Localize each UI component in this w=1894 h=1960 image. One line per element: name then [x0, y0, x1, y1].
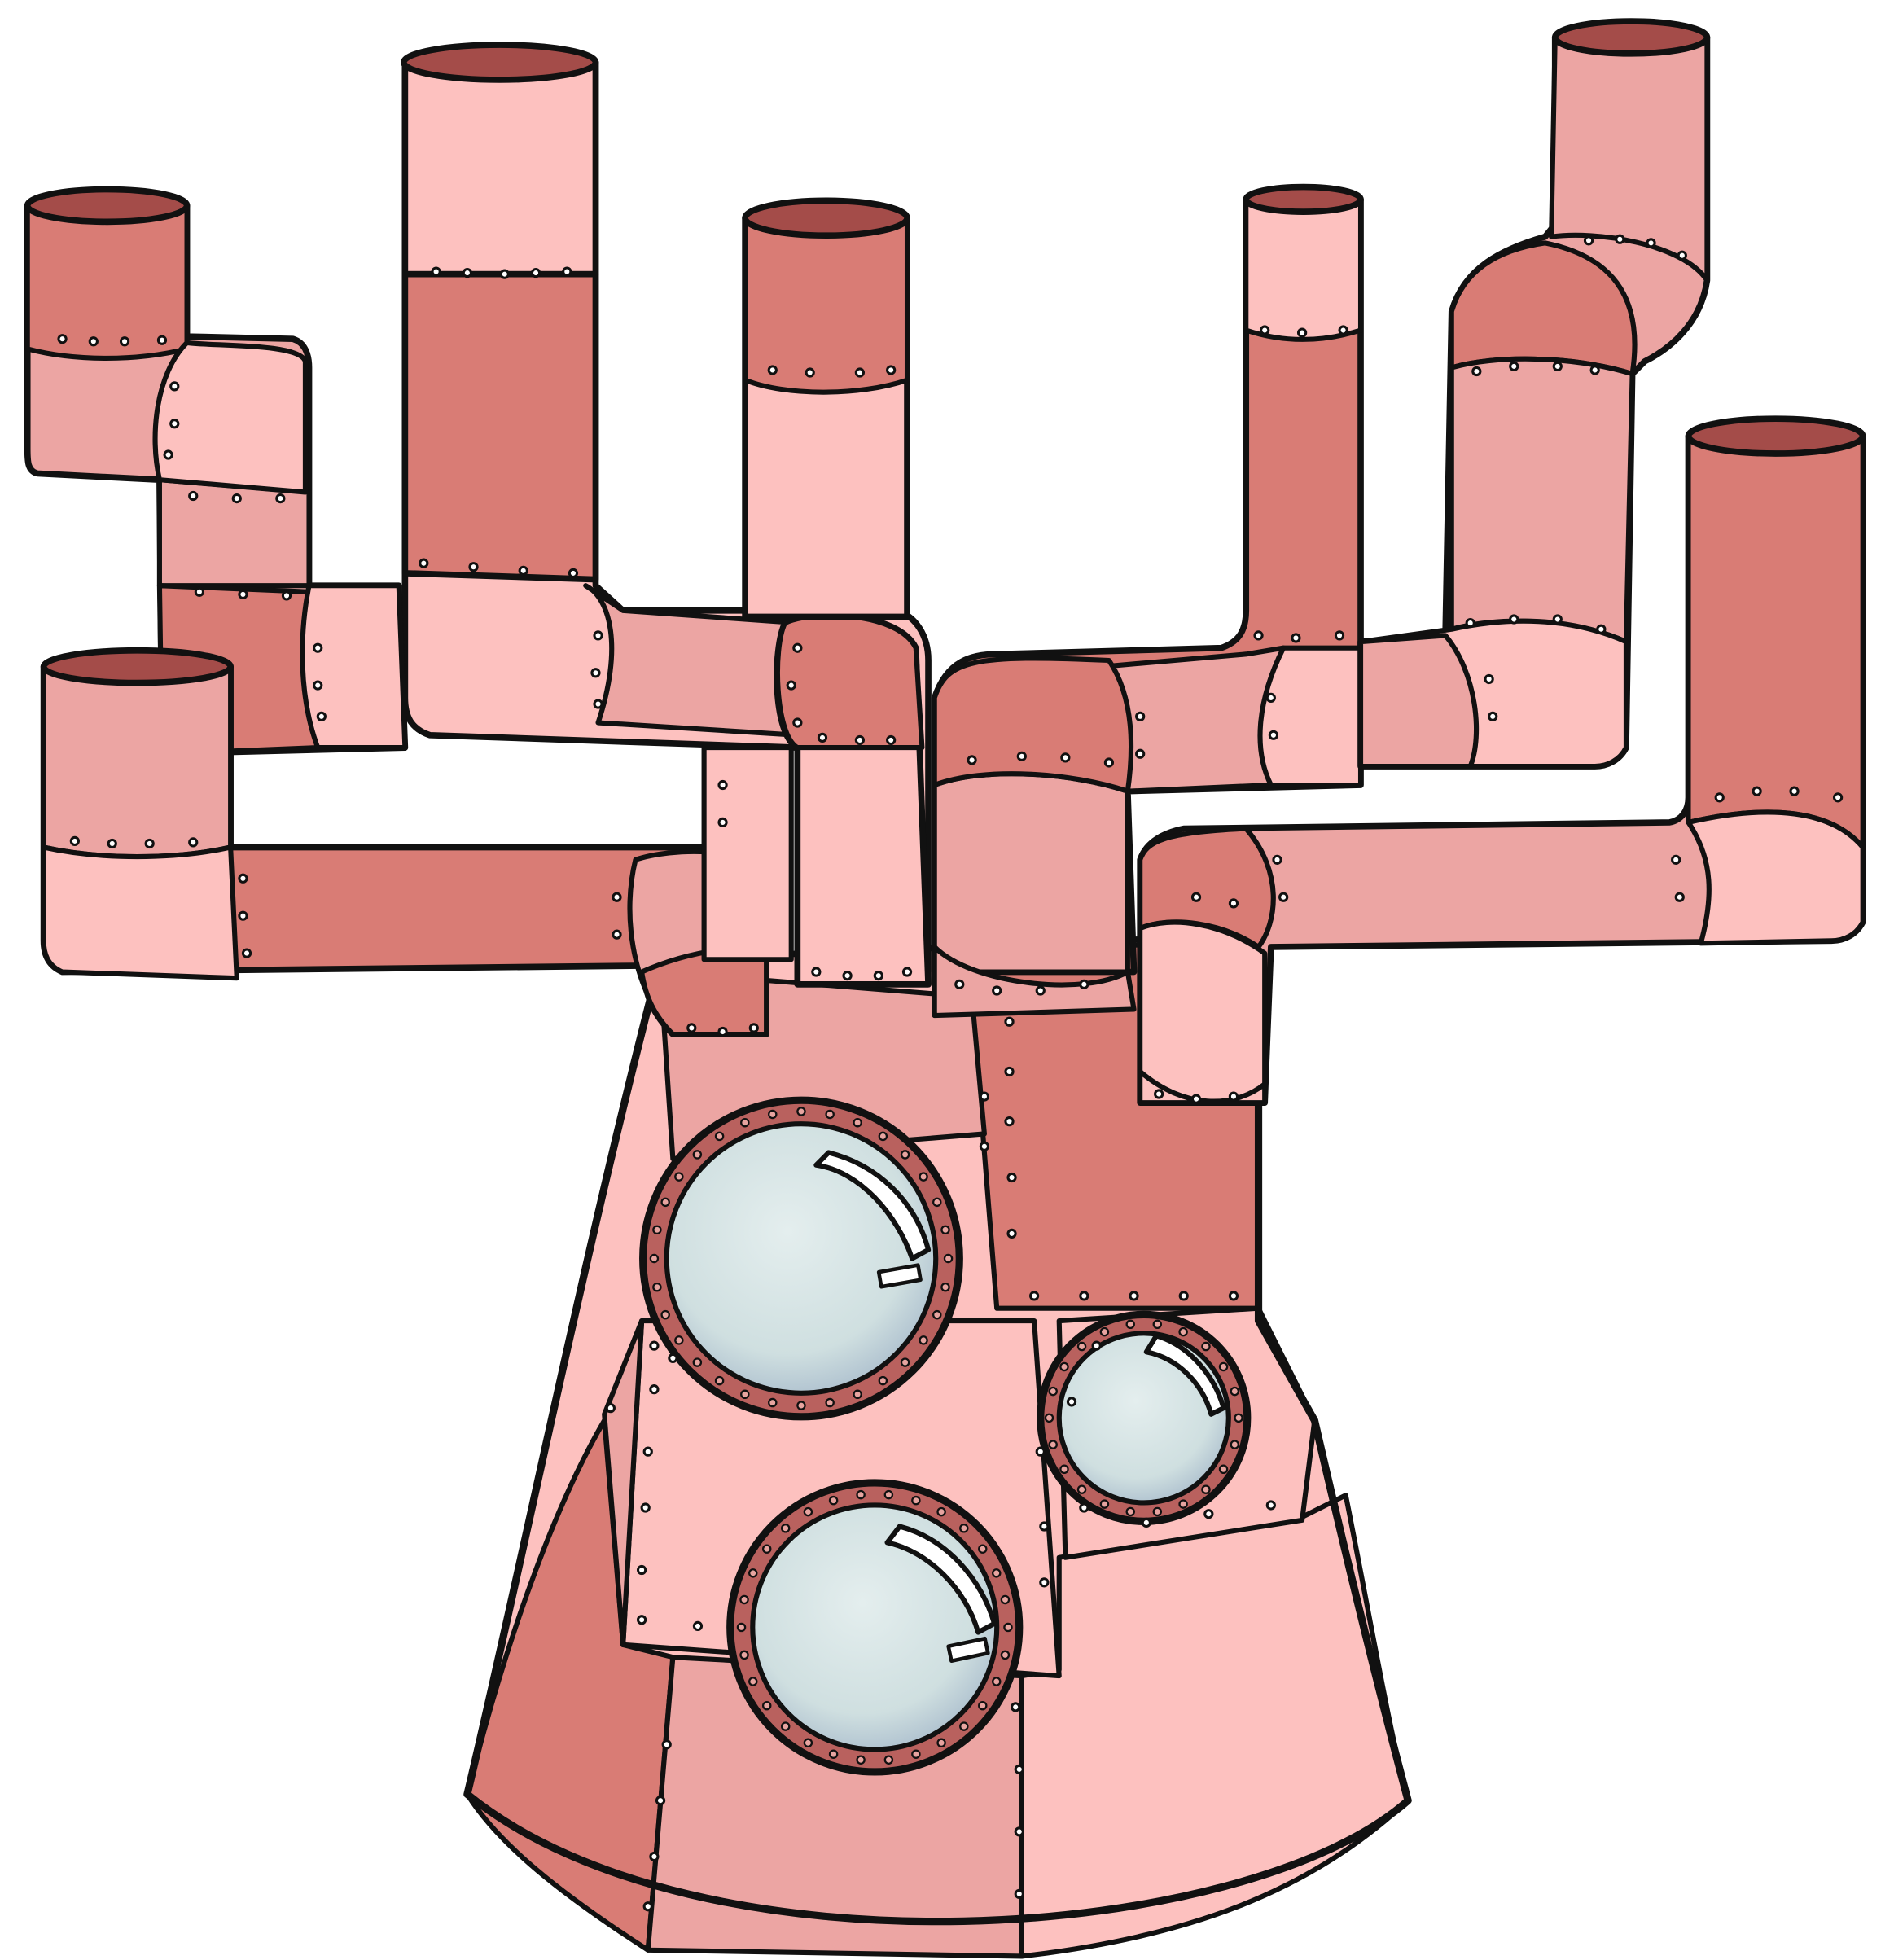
- rivet-icon: [883, 1489, 894, 1500]
- rivet-icon: [1048, 1440, 1058, 1449]
- rivet-icon: [932, 1197, 942, 1208]
- rivet-icon: [878, 1131, 888, 1142]
- rivet-icon: [803, 1738, 813, 1748]
- rivet-icon: [803, 1506, 813, 1517]
- rivet-icon: [1230, 1440, 1240, 1449]
- pipe-mid-right: [931, 183, 1364, 1019]
- rivet-icon: [911, 1495, 921, 1506]
- rivet-icon: [978, 1544, 988, 1554]
- rivet-icon: [919, 1172, 928, 1182]
- rivet-icon: [714, 1131, 725, 1142]
- pipe-left-lower: [40, 647, 794, 1037]
- rivet-icon: [761, 1544, 772, 1554]
- rivet-icon: [740, 1117, 750, 1128]
- rivet-icon: [674, 1335, 684, 1345]
- rivet-icon: [856, 1755, 866, 1765]
- rivet-icon: [1152, 1506, 1163, 1517]
- rivet-icon: [1125, 1506, 1135, 1517]
- rivet-icon: [1201, 1484, 1211, 1494]
- rivet-icon: [748, 1568, 758, 1578]
- pipe-center: [742, 197, 910, 620]
- rivet-icon: [1099, 1499, 1110, 1509]
- rivet-icon: [940, 1225, 950, 1235]
- rivet-icon: [932, 1309, 942, 1320]
- rivet-icon: [796, 1107, 806, 1116]
- rivet-icon: [825, 1397, 835, 1408]
- rivet-icon: [1044, 1413, 1054, 1423]
- rivet-icon: [856, 1489, 866, 1500]
- rivet-icon: [674, 1172, 684, 1182]
- rivet-icon: [652, 1225, 662, 1235]
- rivet-icon: [1000, 1650, 1011, 1660]
- rivet-icon: [853, 1117, 862, 1128]
- rivet-icon: [1234, 1413, 1243, 1423]
- rivet-icon: [796, 1401, 806, 1410]
- rivet-icon: [692, 1357, 703, 1367]
- rivet-icon: [660, 1309, 670, 1320]
- rivet-icon: [1230, 1386, 1240, 1397]
- rivet-icon: [1178, 1499, 1188, 1509]
- rivet-icon: [652, 1282, 662, 1292]
- rivet-icon: [1125, 1319, 1135, 1330]
- rivet-icon: [740, 1389, 750, 1400]
- rivet-icon: [1178, 1326, 1188, 1337]
- pipe-lower-right: [1137, 415, 1866, 1107]
- rivet-icon: [883, 1755, 894, 1765]
- porthole-right: [1037, 1310, 1252, 1525]
- rivet-icon: [748, 1677, 758, 1686]
- porthole-upper-left: [639, 1096, 963, 1421]
- rivet-icon: [992, 1568, 1002, 1578]
- rivet-icon: [900, 1357, 910, 1367]
- rivet-icon: [919, 1335, 928, 1345]
- rivet-icon: [853, 1389, 862, 1400]
- rivet-icon: [768, 1397, 778, 1408]
- rivet-icon: [1059, 1361, 1069, 1372]
- rivet-icon: [1059, 1464, 1069, 1474]
- rivet-icon: [936, 1738, 946, 1748]
- rivet-icon: [768, 1109, 778, 1120]
- rivet-icon: [1152, 1319, 1163, 1330]
- rivet-icon: [828, 1495, 839, 1506]
- rivet-icon: [825, 1109, 835, 1120]
- rivet-icon: [1076, 1484, 1087, 1494]
- rivet-icon: [1218, 1361, 1229, 1372]
- porthole-lower: [726, 1479, 1024, 1776]
- rivet-icon: [936, 1506, 946, 1517]
- rivet-icon: [780, 1524, 791, 1533]
- rivet-icon: [1201, 1341, 1211, 1352]
- rivet-icon: [761, 1700, 772, 1711]
- rivet-icon: [739, 1650, 749, 1660]
- rivet-icon: [736, 1622, 747, 1633]
- rivet-icon: [943, 1253, 954, 1264]
- rivet-icon: [878, 1375, 888, 1386]
- rivet-icon: [828, 1749, 839, 1759]
- rivet-icon: [959, 1721, 969, 1731]
- rivet-icon: [978, 1700, 988, 1711]
- rivet-icon: [739, 1594, 749, 1605]
- rivet-icon: [900, 1150, 910, 1160]
- porthole-rivets: [649, 1107, 1243, 1765]
- rivet-icon: [1099, 1326, 1110, 1337]
- rivet-icon: [959, 1524, 969, 1533]
- rivet-icon: [1000, 1594, 1011, 1605]
- rivet-icon: [714, 1375, 725, 1386]
- rivet-icon: [692, 1150, 703, 1160]
- rivet-icon: [992, 1677, 1002, 1686]
- rivet-icon: [911, 1749, 921, 1759]
- pipe-upper-right: [1357, 18, 1711, 770]
- rivet-icon: [1076, 1341, 1087, 1352]
- rivet-icon: [940, 1282, 950, 1292]
- rivet-icon: [1003, 1622, 1013, 1633]
- rivet-icon: [1048, 1386, 1058, 1397]
- rivet-icon: [649, 1253, 660, 1264]
- rivet-icon: [1218, 1464, 1229, 1474]
- rivet-icon: [660, 1197, 670, 1208]
- rivet-group: [57, 234, 1844, 1912]
- rivet-icon: [780, 1721, 791, 1731]
